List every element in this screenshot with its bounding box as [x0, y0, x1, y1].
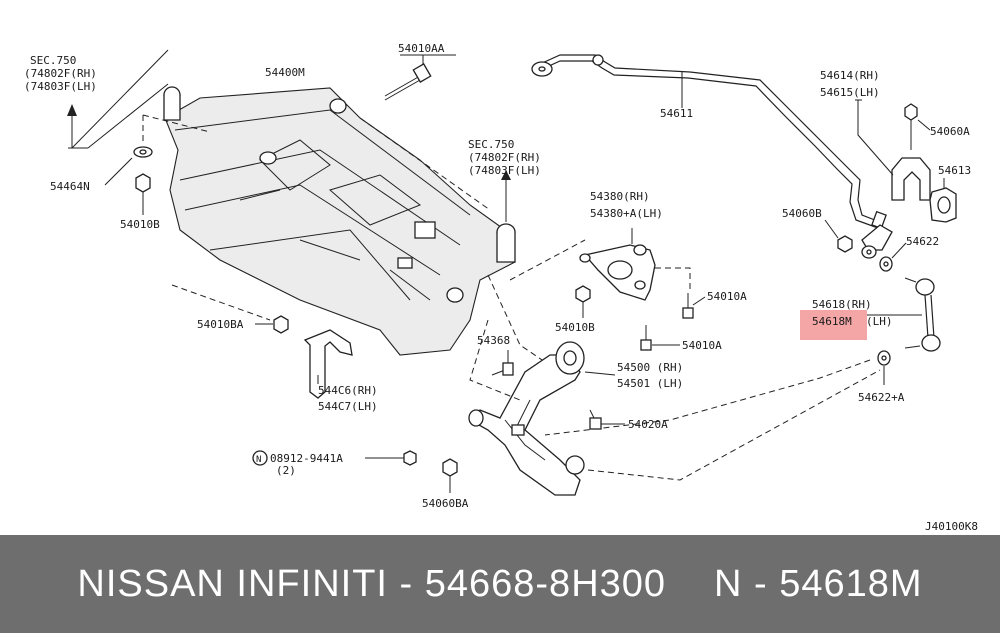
label-n-symbol: N	[256, 455, 261, 465]
label-54010b-b: 54010B	[555, 321, 595, 334]
nut-54010b	[135, 173, 151, 215]
label-54622a: 54622+A	[858, 391, 905, 404]
label-54010ba: 54010BA	[197, 318, 244, 331]
label-54400m: 54400M	[265, 66, 305, 79]
label-54060ba: 54060BA	[422, 497, 469, 510]
label-54611: 54611	[660, 107, 693, 120]
balljoint-dashed-leader	[587, 369, 881, 481]
bolt-54010a-right	[682, 293, 706, 319]
stabilizer-bar	[531, 54, 893, 259]
label-qty-2: (2)	[276, 464, 296, 477]
label-74803f-b: (74803F(LH)	[468, 164, 541, 177]
label-54615: 54615(LH)	[820, 86, 880, 99]
footer-banner: NISSAN INFINITI - 54668-8H300 N - 54618M	[0, 535, 1000, 633]
footer-oem-part: N - 54618M	[714, 562, 923, 605]
transverse-link	[468, 319, 616, 496]
label-544c7: 544C7(LH)	[318, 400, 378, 413]
label-08912-9441a: 08912-9441A	[270, 452, 343, 465]
bracket-544c6	[303, 329, 353, 399]
label-544c6: 544C6(RH)	[318, 384, 378, 397]
label-54010a-1: 54010A	[707, 290, 747, 303]
label-54618: 54618(RH)	[812, 298, 872, 311]
arrow-up-icon	[501, 170, 511, 180]
bolt-54010aa	[384, 54, 456, 101]
label-54501: 54501 (LH)	[617, 377, 683, 390]
bolt-54368	[491, 350, 514, 376]
label-74803f-a: (74803F(LH)	[24, 80, 97, 93]
front-subframe	[163, 86, 516, 356]
label-54368: 54368	[477, 334, 510, 347]
bolt-54020a	[589, 409, 625, 430]
washer-54464n	[104, 146, 153, 186]
label-54010aa: 54010AA	[398, 42, 445, 55]
stabilizer-link	[866, 277, 941, 352]
sec750-reference-middle	[501, 170, 511, 222]
label-sec750-b: SEC.750	[468, 138, 514, 151]
label-54622: 54622	[906, 235, 939, 248]
label-54464n: 54464N	[50, 180, 90, 193]
label-54010b-a: 54010B	[120, 218, 160, 231]
label-54613: 54613	[938, 164, 971, 177]
washer-54622a	[877, 350, 891, 385]
label-54060a: 54060A	[930, 125, 970, 138]
nut-54060ba	[442, 458, 458, 493]
label-54618m: 54618M	[812, 315, 852, 328]
part-highlight	[800, 310, 867, 340]
nut-54010b-lower	[575, 285, 591, 318]
nut-08912-9441a	[252, 450, 417, 466]
label-54380: 54380(RH)	[590, 190, 650, 203]
bolt-54010a-lower	[640, 325, 680, 351]
label-reference-code: J40100K8	[925, 520, 978, 533]
label-sec750-a: SEC.750	[30, 54, 76, 67]
label-54618m-lh: (LH)	[866, 315, 893, 328]
label-74802f-b: (74802F(RH)	[468, 151, 541, 164]
subframe-dashed-leaders	[142, 114, 586, 363]
label-74802f-a: (74802F(RH)	[24, 67, 97, 80]
link-dashed-leader	[544, 359, 871, 436]
label-54614: 54614(RH)	[820, 69, 880, 82]
label-54060b: 54060B	[782, 207, 822, 220]
arrow-up-icon	[67, 104, 77, 116]
nut-54010ba	[255, 315, 289, 334]
clamp-54614	[855, 99, 931, 201]
sec750-reference-left	[67, 49, 169, 149]
bolt-54060a	[904, 103, 931, 150]
label-54380a: 54380+A(LH)	[590, 207, 663, 220]
nut-54060b	[824, 219, 853, 253]
bracket-54380	[579, 228, 691, 301]
washer-54622	[879, 242, 907, 272]
bushing-54613	[929, 178, 957, 223]
parts-diagram: SEC.750 (74802F(RH) (74803F(LH) 54400M 5…	[24, 42, 978, 533]
label-54020a: 54020A	[628, 418, 668, 431]
label-54010a-2: 54010A	[682, 339, 722, 352]
footer-brand-part: NISSAN INFINITI - 54668-8H300	[77, 562, 667, 605]
label-54500: 54500 (RH)	[617, 361, 683, 374]
part-labels: SEC.750 (74802F(RH) (74803F(LH) 54400M 5…	[24, 42, 978, 533]
